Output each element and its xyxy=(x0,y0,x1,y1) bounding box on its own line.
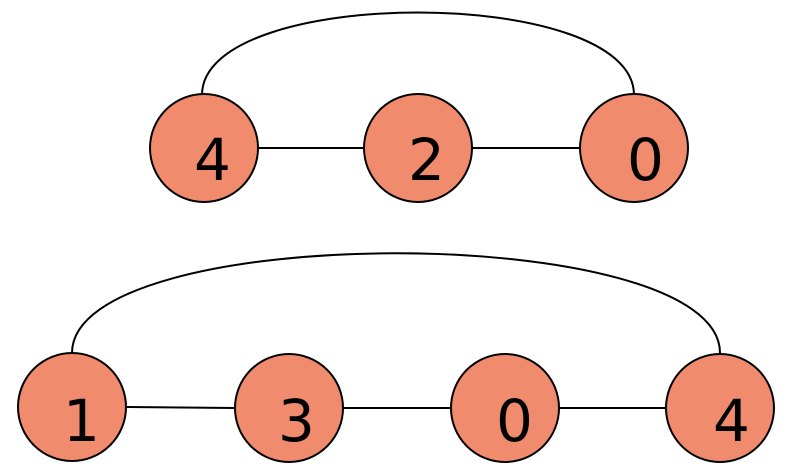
node-bottom-0-label: 1 xyxy=(63,387,100,455)
edge-bottom-0-1 xyxy=(125,406,236,409)
node-bottom-0 xyxy=(17,352,127,462)
node-bottom-2 xyxy=(450,353,560,463)
node-bottom-1-label: 3 xyxy=(278,387,315,455)
node-top-2 xyxy=(579,93,689,203)
node-top-2-label: 0 xyxy=(627,126,664,194)
node-top-1-label: 2 xyxy=(408,126,445,194)
node-top-0-label: 4 xyxy=(194,126,231,194)
graph-top: 4 2 0 xyxy=(149,11,689,203)
node-bottom-1 xyxy=(234,353,344,463)
node-bottom-2-label: 0 xyxy=(496,387,533,455)
node-bottom-3-label: 4 xyxy=(713,387,750,455)
graph-bottom: 1 3 0 4 xyxy=(17,252,775,463)
node-top-1 xyxy=(363,93,473,203)
node-top-0 xyxy=(149,93,259,203)
node-bottom-3 xyxy=(665,353,775,463)
edge-arc-bottom xyxy=(71,252,721,354)
edge-arc-top xyxy=(201,11,635,96)
